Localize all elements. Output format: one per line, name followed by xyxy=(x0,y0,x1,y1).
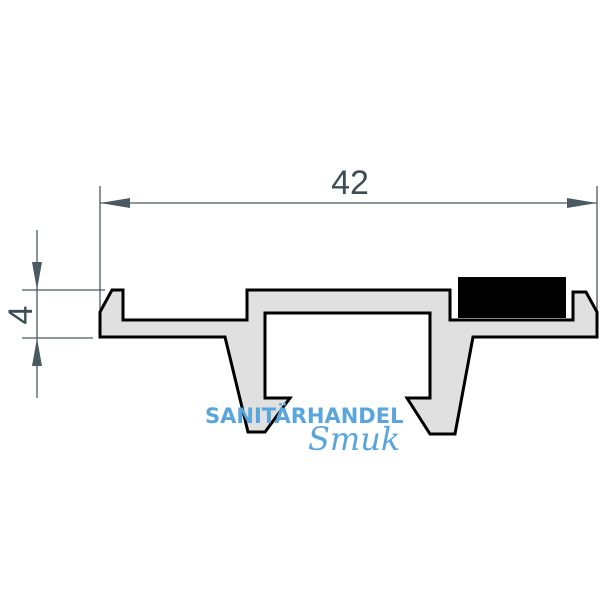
height-dimension-label: 4 xyxy=(2,305,40,325)
left-arrow-icon xyxy=(100,198,130,208)
down-arrow-icon xyxy=(32,262,42,290)
profile-outline xyxy=(98,288,599,436)
watermark-line1: SANITÄRHANDEL xyxy=(205,404,404,428)
width-dimension-label: 42 xyxy=(331,164,369,202)
width-dimension xyxy=(99,186,598,312)
height-dimension xyxy=(22,230,105,398)
up-arrow-icon xyxy=(32,338,42,366)
watermark-line2: Smuk xyxy=(308,420,401,458)
seal-strip xyxy=(458,277,566,318)
right-arrow-icon xyxy=(567,198,597,208)
